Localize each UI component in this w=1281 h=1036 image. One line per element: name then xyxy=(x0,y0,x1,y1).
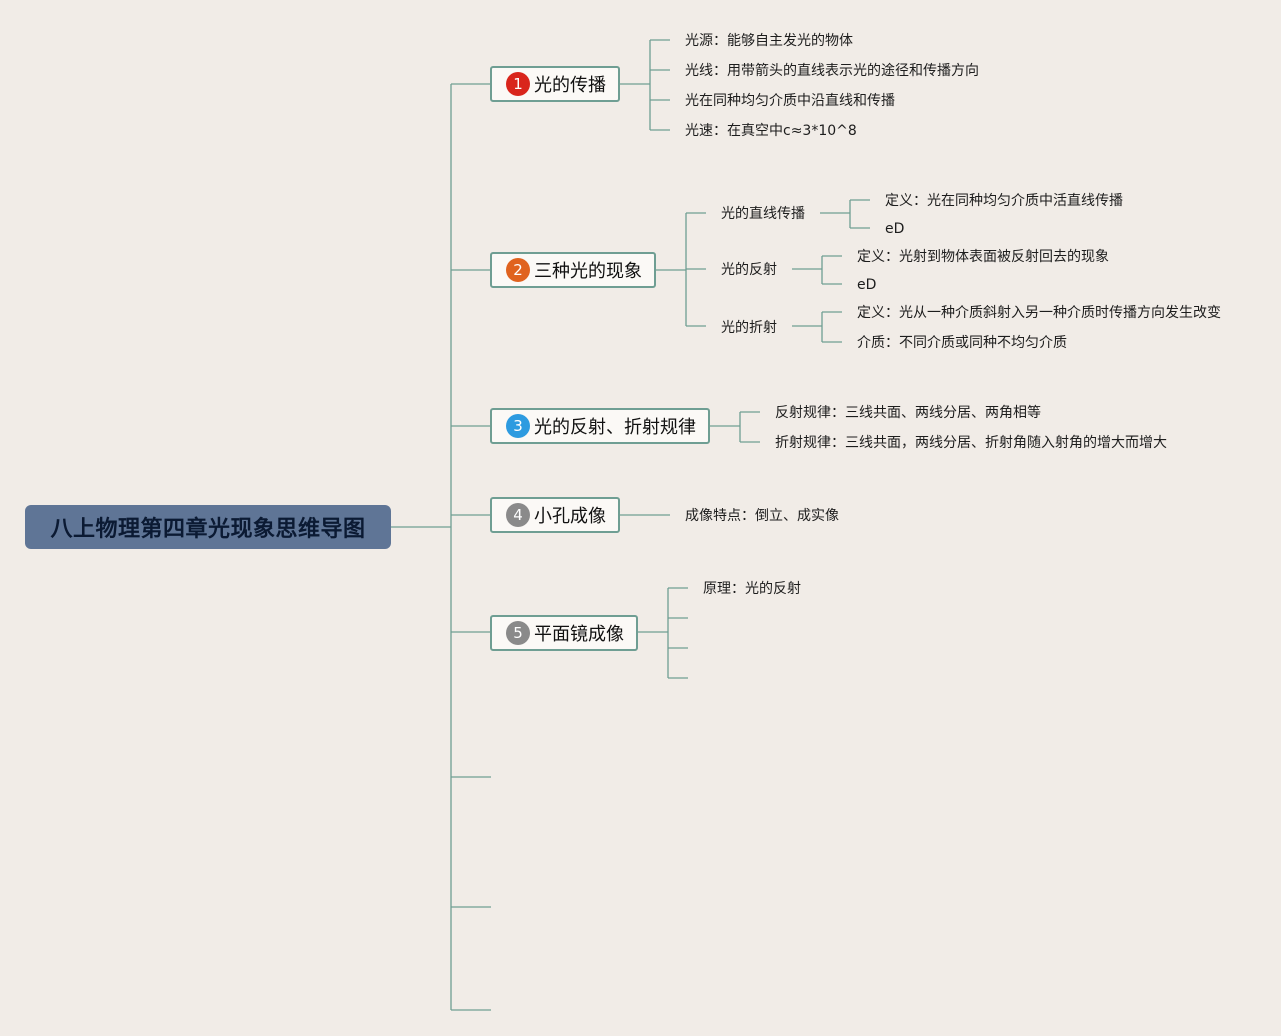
leaf-node[interactable]: 定义：光从一种介质斜射入另一种介质时传播方向发生改变 xyxy=(857,305,1221,321)
leaf-node[interactable]: 定义：光在同种均匀介质中活直线传播 xyxy=(885,193,1123,209)
leaf-node[interactable]: 定义：光射到物体表面被反射回去的现象 xyxy=(857,249,1109,265)
number-1-icon: 1 xyxy=(506,72,530,96)
topic-label: 三种光的现象 xyxy=(534,261,642,282)
subtopic-straight-line[interactable]: 光的直线传播 xyxy=(721,206,805,222)
sub-2-connector xyxy=(792,255,842,285)
leaf-node[interactable]: 光源：能够自主发光的物体 xyxy=(685,33,853,49)
leaf-node[interactable]: 原理：光的反射 xyxy=(703,581,801,597)
number-5-icon: 5 xyxy=(506,621,530,645)
number-2-icon: 2 xyxy=(506,258,530,282)
leaf-node[interactable]: 成像特点：倒立、成实像 xyxy=(685,508,839,524)
leaf-node[interactable]: eD xyxy=(885,221,905,237)
leaf-node[interactable]: eD xyxy=(857,277,877,293)
leaf-node[interactable]: 光速：在真空中c≈3*10^8 xyxy=(685,123,857,139)
topic-reflection-refraction-laws[interactable]: 3 光的反射、折射规律 xyxy=(490,408,710,444)
number-3-icon: 3 xyxy=(506,414,530,438)
topic-three-phenomena[interactable]: 2 三种光的现象 xyxy=(490,252,656,288)
leaf-node[interactable]: 光在同种均匀介质中沿直线和传播 xyxy=(685,93,895,109)
subtopic-reflection[interactable]: 光的反射 xyxy=(721,262,777,278)
topic-label: 光的传播 xyxy=(534,75,606,96)
topic-5-connector xyxy=(638,587,688,679)
topic-2-connector xyxy=(656,212,706,327)
leaf-node[interactable]: 折射规律：三线共面，两线分居、折射角随入射角的增大而增大 xyxy=(775,435,1167,451)
sub-1-connector xyxy=(820,199,870,229)
leaf-node[interactable]: 介质：不同介质或同种不均匀介质 xyxy=(857,335,1067,351)
topic-label: 小孔成像 xyxy=(534,506,606,527)
topic-light-propagation[interactable]: 1 光的传播 xyxy=(490,66,620,102)
topic-label: 光的反射、折射规律 xyxy=(534,417,696,438)
topic-1-connector xyxy=(620,39,670,131)
number-4-icon: 4 xyxy=(506,503,530,527)
central-topic-label: 八上物理第四章光现象思维导图 xyxy=(50,517,366,542)
topic-label: 平面镜成像 xyxy=(534,624,624,645)
sub-3-connector xyxy=(792,311,842,343)
subtopic-refraction[interactable]: 光的折射 xyxy=(721,320,777,336)
leaf-node[interactable]: 光线：用带箭头的直线表示光的途径和传播方向 xyxy=(685,63,979,79)
topic-plane-mirror-imaging[interactable]: 5 平面镜成像 xyxy=(490,615,638,651)
topic-pinhole-imaging[interactable]: 4 小孔成像 xyxy=(490,497,620,533)
topic-3-connector xyxy=(710,411,760,443)
leaf-node[interactable]: 反射规律：三线共面、两线分居、两角相等 xyxy=(775,405,1041,421)
central-topic[interactable]: 八上物理第四章光现象思维导图 xyxy=(25,505,391,549)
